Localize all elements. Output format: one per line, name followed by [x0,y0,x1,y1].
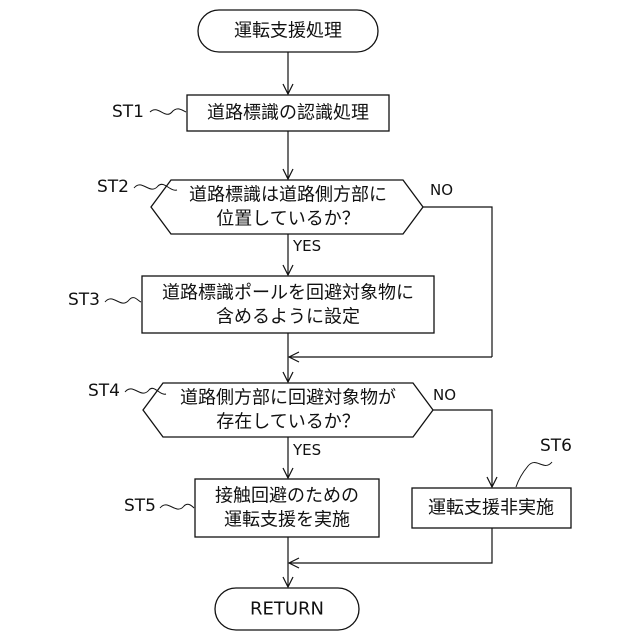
st3-text-line1: 道路標識ポールを回避対象物に [162,283,414,304]
st4-text-line2: 存在しているか？ [216,412,359,433]
st5-text-line2: 運転支援を実施 [224,510,350,531]
st4-text-line1: 道路側方部に回避対象物が [180,388,396,409]
st4-no-label: NO [433,386,456,404]
st6-label: ST6 [540,436,572,456]
st1-leader [150,109,186,114]
st3-text-line2: 含めるように設定 [216,307,360,328]
start-text: 運転支援処理 [234,21,342,42]
st3-label: ST3 [68,290,100,310]
st5-text-line1: 接触回避のための [215,486,359,507]
st6-text: 運転支援非実施 [428,498,554,519]
st5-leader [160,504,194,509]
st3-leader [105,298,141,304]
st2-yes-label: YES [292,237,321,255]
st5-label: ST5 [124,496,156,516]
st2-label: ST2 [97,177,129,197]
st1-label: ST1 [112,102,144,122]
st2-text-line2: 位置しているか？ [216,209,359,230]
arrow-st4-no-to-st6 [433,410,492,487]
return-text: RETURN [250,599,324,620]
st4-yes-label: YES [292,441,321,459]
st4-label: ST4 [88,381,120,401]
st6-leader [516,462,552,487]
st1-text: 道路標識の認識処理 [207,103,369,124]
st2-no-label: NO [430,181,453,199]
st2-text-line1: 道路標識は道路側方部に [189,185,387,206]
